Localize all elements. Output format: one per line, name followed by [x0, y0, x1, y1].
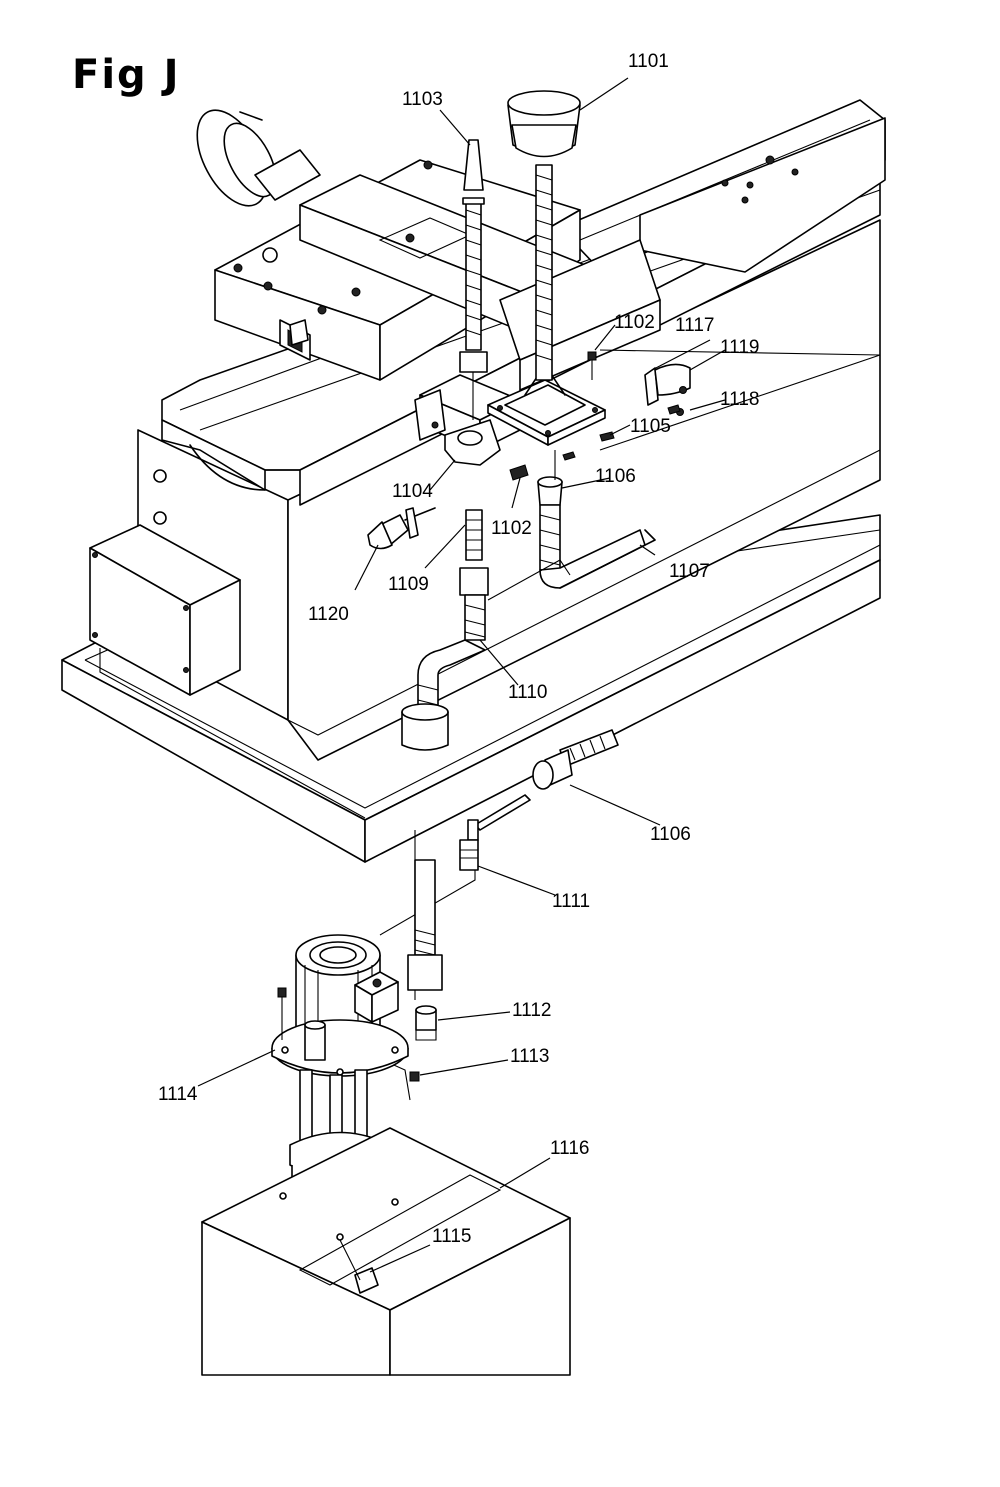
figure-title: Fig J [72, 52, 181, 98]
hose-fitting-1106-lower [467, 729, 619, 841]
callout-1105: 1105 [630, 416, 671, 437]
callout-1114: 1114 [158, 1084, 198, 1105]
fitting-1111 [459, 839, 479, 871]
callout-1104: 1104 [392, 481, 433, 502]
fitting-1120 [367, 507, 436, 550]
callout-1102-lower: 1102 [491, 518, 532, 539]
nozzle-mount-plate [487, 364, 606, 446]
callout-labels: 1101 1102 1102 1103 1104 1105 1106 1106 … [158, 51, 759, 1247]
callout-1106-lower: 1106 [650, 824, 691, 845]
callout-1113: 1113 [510, 1046, 549, 1067]
flex-hose-1101 [507, 90, 581, 381]
callout-1107: 1107 [669, 561, 710, 582]
coolant-tank [201, 1127, 571, 1376]
callout-1111: 1111 [552, 891, 590, 912]
fitting-1112 [415, 1005, 437, 1041]
callout-1116: 1116 [550, 1138, 589, 1159]
flex-hose-1110 [401, 509, 489, 751]
callout-1119: 1119 [720, 337, 759, 358]
coolant-return-hose [407, 859, 443, 991]
callout-1110: 1110 [508, 682, 547, 703]
callout-1120: 1120 [308, 604, 349, 625]
callout-1101: 1101 [628, 51, 669, 72]
callout-1109: 1109 [388, 574, 429, 595]
fasteners [289, 319, 691, 481]
callout-1118: 1118 [720, 389, 759, 410]
nozzle-bracket [414, 374, 521, 466]
electrical-box [89, 524, 241, 696]
callout-1112: 1112 [512, 1000, 551, 1021]
callout-1103: 1103 [402, 89, 443, 110]
callout-1106-upper: 1106 [595, 466, 636, 487]
leader-lines [197, 77, 726, 1273]
callout-1115: 1115 [432, 1226, 471, 1247]
callout-1102-upper: 1102 [614, 312, 655, 333]
callout-1117: 1117 [675, 315, 714, 336]
flex-hose-1103 [459, 139, 488, 373]
flex-hose-1106-upper [537, 476, 656, 589]
